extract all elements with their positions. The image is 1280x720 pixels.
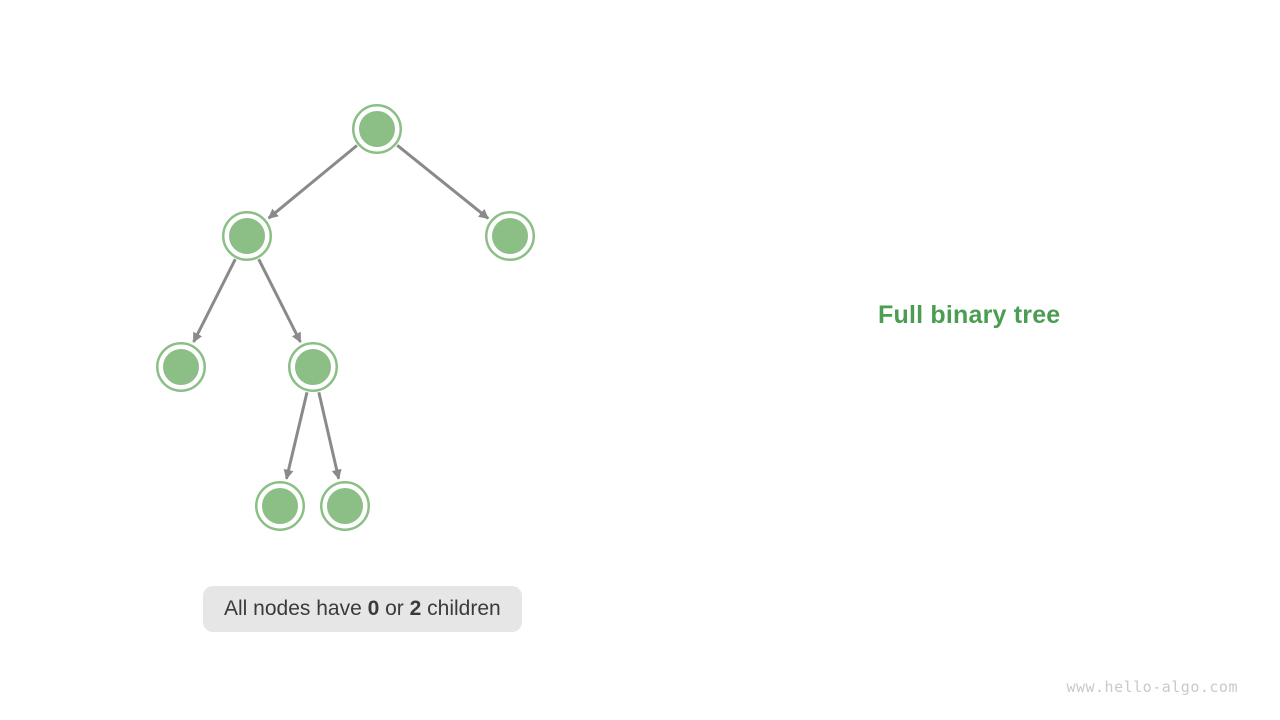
tree-edge — [257, 258, 302, 343]
diagram-title: Full binary tree — [878, 301, 1061, 329]
tree-edge — [192, 258, 237, 343]
tree-node-ll-child — [255, 481, 305, 531]
tree-nodes — [156, 104, 535, 531]
caption-text: All nodes have — [224, 597, 368, 620]
caption-bold-two: 2 — [409, 597, 422, 620]
watermark: www.hello-algo.com — [1066, 678, 1238, 696]
tree-edge — [317, 392, 342, 480]
caption-text: children — [421, 597, 501, 620]
tree-edge — [267, 144, 358, 220]
tree-edge — [283, 391, 309, 480]
caption-badge: All nodes have 0 or 2 children — [203, 586, 522, 632]
tree-edge — [396, 144, 490, 220]
tree-node-right — [485, 211, 535, 261]
tree-node-root — [352, 104, 402, 154]
tree-node-left — [222, 211, 272, 261]
caption-text: or — [379, 597, 410, 620]
tree-node-left-left — [156, 342, 206, 392]
tree-edges — [192, 144, 490, 480]
caption-bold-zero: 0 — [367, 597, 380, 620]
tree-node-lr-child — [320, 481, 370, 531]
tree-node-left-right — [288, 342, 338, 392]
